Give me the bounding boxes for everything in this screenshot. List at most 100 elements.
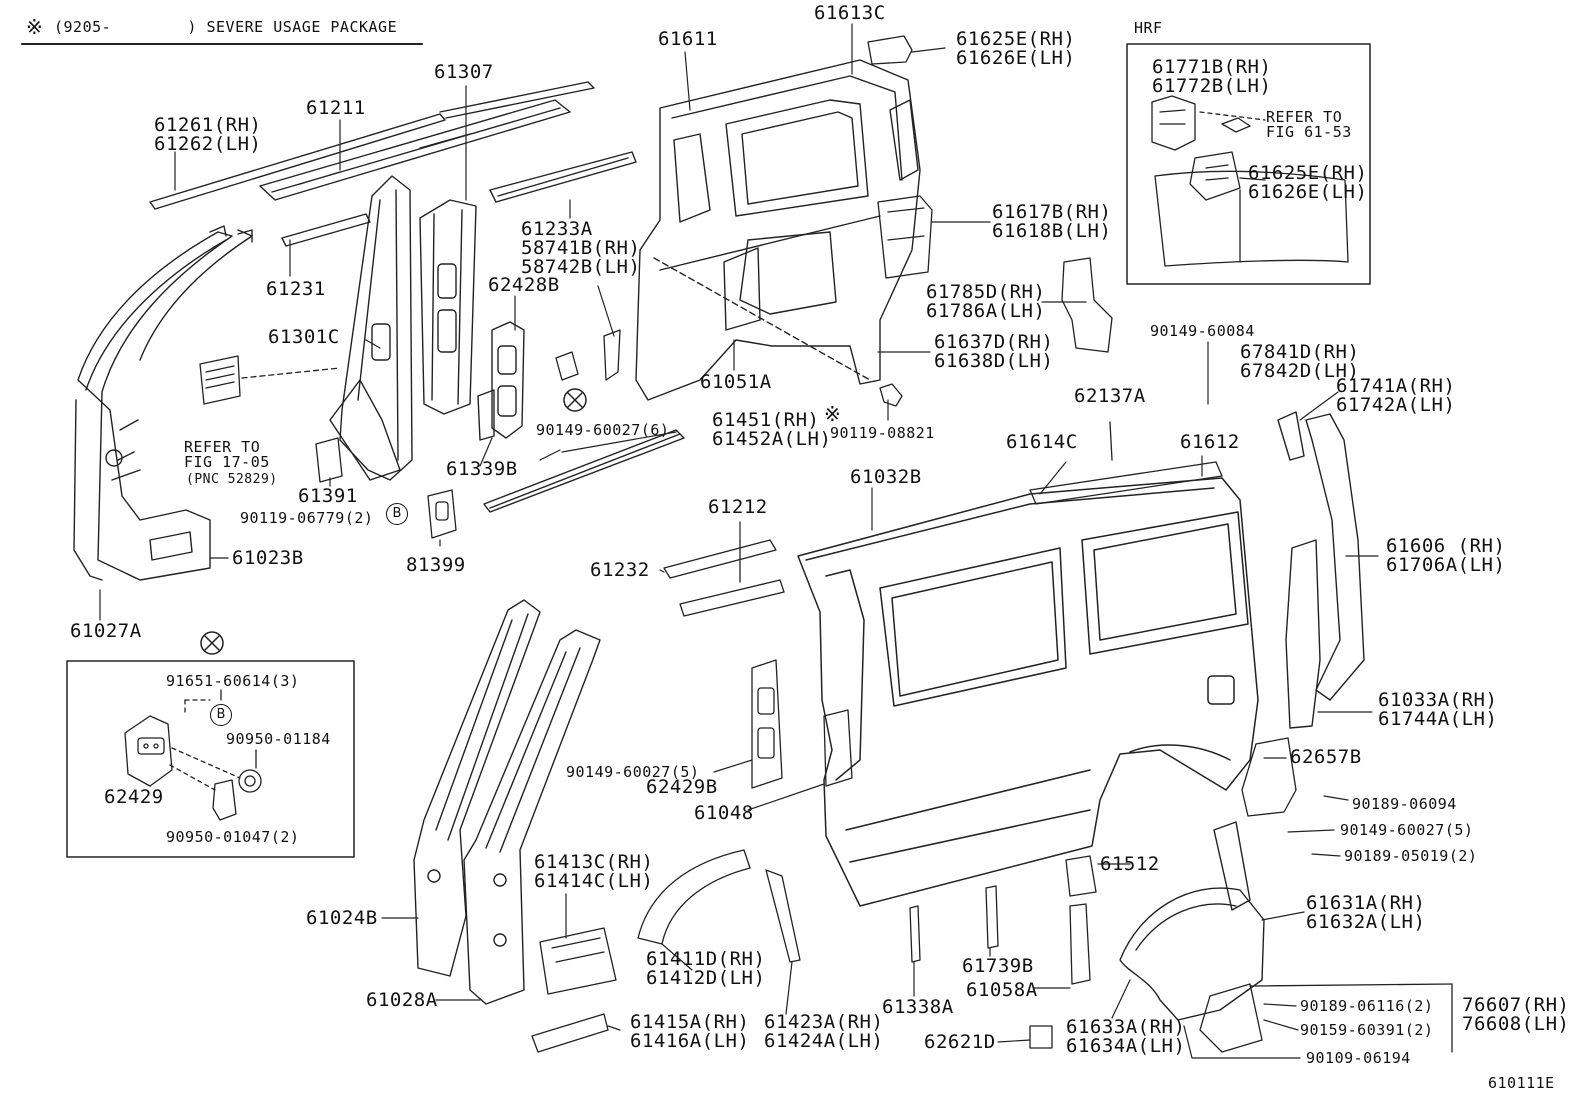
part-label: 61771B(RH) 61772B(LH) bbox=[1152, 56, 1272, 97]
part-label: 62137A bbox=[1074, 385, 1146, 407]
part-label: 90149-60027(5) bbox=[1340, 821, 1474, 839]
roof-rails bbox=[149, 81, 637, 247]
part-label: 61048 bbox=[694, 802, 754, 824]
trim-61415a bbox=[531, 1013, 609, 1053]
part-label: 61611 bbox=[658, 28, 718, 50]
bracket-61048 bbox=[823, 709, 853, 787]
part-label: 61625E(RH) 61626E(LH) bbox=[1248, 162, 1368, 203]
part-label: 61613C bbox=[814, 2, 886, 24]
wheel-arch-61411d bbox=[637, 849, 751, 945]
asterisk-mark: ※ bbox=[824, 402, 841, 426]
bracket-62429b bbox=[751, 659, 783, 789]
part-label: 61785D(RH) 61786A(LH) bbox=[926, 281, 1046, 322]
bracket-61785d bbox=[1061, 257, 1113, 353]
part-label: 61625E(RH) 61626E(LH) bbox=[956, 28, 1076, 69]
part-label: 61413C(RH) 61414C(LH) bbox=[534, 851, 654, 892]
part-label: 61261(RH) 61262(LH) bbox=[154, 114, 262, 155]
bracket-61212 bbox=[663, 539, 785, 617]
center-pillar-part bbox=[419, 199, 477, 415]
part-label: 61617B(RH) 61618B(LH) bbox=[992, 201, 1112, 242]
vent-louver bbox=[199, 355, 343, 483]
reference-note: (PNC 52829) bbox=[186, 472, 278, 487]
part-label: 61027A bbox=[70, 620, 142, 642]
bracket-62657b bbox=[1241, 737, 1297, 817]
part-label: 62621D bbox=[924, 1031, 996, 1053]
hrf-box bbox=[1126, 43, 1371, 285]
b-pillar-part bbox=[329, 175, 413, 481]
asterisk-mark: ※ bbox=[26, 15, 43, 39]
circle-b-mark: B bbox=[210, 704, 232, 726]
part-label: 61231 bbox=[266, 278, 326, 300]
inset-parts bbox=[124, 689, 262, 821]
block-62621d bbox=[1029, 1025, 1053, 1049]
strip-61423a bbox=[765, 869, 801, 963]
front-pillar-lower bbox=[413, 599, 601, 1005]
inset-box bbox=[66, 660, 355, 858]
part-label: 61614C bbox=[1006, 431, 1078, 453]
part-label: 61032B bbox=[850, 466, 922, 488]
part-label: 90119-06779(2) bbox=[240, 509, 374, 527]
part-label: 62657B bbox=[1290, 746, 1362, 768]
roof-rail-62137a bbox=[1029, 421, 1223, 505]
part-label: 90950-01184 bbox=[226, 730, 331, 748]
circle-x-mark bbox=[563, 388, 587, 412]
part-label: 90189-06116(2) bbox=[1300, 997, 1434, 1015]
part-label: 90149-60084 bbox=[1150, 322, 1255, 340]
part-label: 90149-60027(6) bbox=[536, 421, 670, 439]
part-label: 90189-05019(2) bbox=[1344, 847, 1478, 865]
page-title: (9205- ) SEVERE USAGE PACKAGE bbox=[54, 18, 398, 36]
part-label: 90149-60027(5) bbox=[566, 763, 700, 781]
leader-lines bbox=[99, 23, 1379, 1059]
part-label: 61301C bbox=[268, 326, 340, 348]
part-label: 61415A(RH) 61416A(LH) bbox=[630, 1011, 750, 1052]
strip-61739b bbox=[985, 885, 999, 949]
a-pillar-part bbox=[73, 225, 253, 581]
part-label: 61023B bbox=[232, 547, 304, 569]
part-label: 61612 bbox=[1180, 431, 1240, 453]
rocker-sill bbox=[483, 429, 685, 513]
part-label: 61024B bbox=[306, 907, 378, 929]
mudguard-76607 bbox=[1199, 983, 1263, 1053]
part-label: 61211 bbox=[306, 97, 366, 119]
reference-note: REFER TO FIG 61-53 bbox=[1266, 108, 1352, 141]
step-61413c bbox=[539, 927, 617, 995]
part-label: 61033A(RH) 61744A(LH) bbox=[1378, 689, 1498, 730]
strip-61338a bbox=[909, 905, 921, 963]
bracket-61625e bbox=[867, 35, 946, 65]
part-label: 61423A(RH) 61424A(LH) bbox=[764, 1011, 884, 1052]
part-label: 90950-01047(2) bbox=[166, 828, 300, 846]
circle-b-mark: B bbox=[386, 503, 408, 525]
wheel-house-61631a bbox=[1119, 821, 1265, 1021]
plate-part bbox=[477, 321, 525, 441]
upper-side-panel bbox=[635, 59, 921, 401]
hrf-title: HRF bbox=[1134, 19, 1163, 37]
circle-x-mark bbox=[200, 631, 224, 655]
bracket-61512 bbox=[1065, 855, 1097, 985]
part-label: 76607(RH) 76608(LH) bbox=[1462, 994, 1570, 1035]
part-label: 62429B bbox=[646, 776, 718, 798]
part-label: 61391 bbox=[298, 485, 358, 507]
clip-small bbox=[555, 351, 579, 381]
reference-note: REFER TO FIG 17-05 bbox=[184, 438, 270, 471]
part-label: 67841D(RH) 67842D(LH) bbox=[1240, 341, 1360, 382]
part-label: 90109-06194 bbox=[1306, 1049, 1411, 1067]
figure-code: 610111E bbox=[1488, 1074, 1555, 1092]
part-label: 62428B bbox=[488, 274, 560, 296]
hrf-panel-drawing bbox=[1151, 95, 1349, 267]
part-label: 90119-08821 bbox=[830, 424, 935, 442]
part-label: 61637D(RH) 61638D(LH) bbox=[934, 331, 1054, 372]
part-label: 61338A bbox=[882, 996, 954, 1018]
part-label: 61051A bbox=[700, 371, 772, 393]
part-label: 61212 bbox=[708, 496, 768, 518]
part-label: 61233A 58741B(RH) 58742B(LH) bbox=[521, 218, 641, 278]
part-label: 61232 bbox=[590, 559, 650, 581]
lower-side-panel bbox=[797, 477, 1259, 907]
part-label: 90189-06094 bbox=[1352, 795, 1457, 813]
part-label: 61741A(RH) 61742A(LH) bbox=[1336, 375, 1456, 416]
part-label: 61633A(RH) 61634A(LH) bbox=[1066, 1016, 1186, 1057]
part-label: 81399 bbox=[406, 554, 466, 576]
rear-pillar bbox=[1277, 411, 1365, 729]
part-label: 61028A bbox=[366, 989, 438, 1011]
